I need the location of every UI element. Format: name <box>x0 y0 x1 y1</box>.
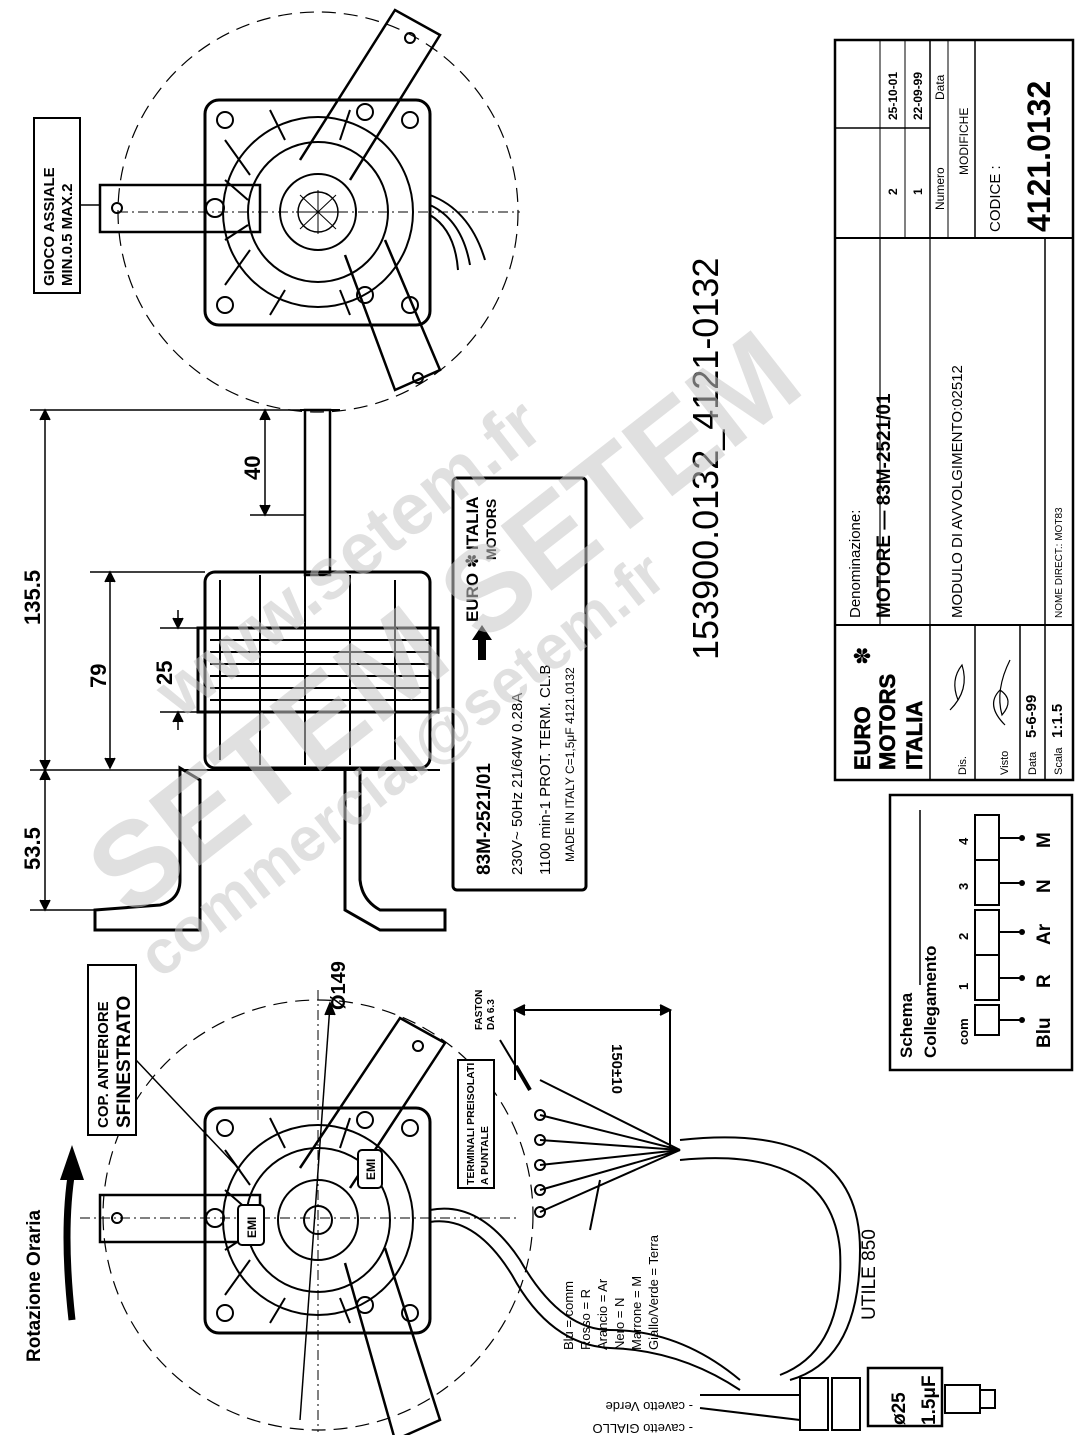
title-logo-euro: EURO <box>850 706 875 770</box>
faston-line2: DA 6.3 <box>486 999 497 1030</box>
wire-legend: Blu = comm Rosso = R Arancio = Ar Nero =… <box>561 1234 661 1350</box>
nameplate-line2: 1100 min-1 PROT. TERM. CL.B <box>537 665 554 875</box>
revision-1-data: 22-09-99 <box>911 72 925 120</box>
dim-diameter: Ø149 <box>328 961 350 1010</box>
fan-logo-icon: ✽ <box>463 554 482 568</box>
schema-terminal-com: com <box>956 1018 971 1045</box>
side-dimensions <box>30 408 305 912</box>
data-label: Data <box>1027 751 1039 775</box>
scala-label: Scala <box>1053 747 1065 775</box>
dim-overall-length: 135.5 <box>20 570 45 625</box>
terminals-line1: TERMINALI PREISOLATI <box>465 1063 477 1185</box>
schema-terminal-1: 1 <box>956 983 971 990</box>
wire-legend-0: Blu = comm <box>561 1281 576 1350</box>
front-cover-note: COP. ANTERIORE SFINESTRATO <box>87 964 241 1171</box>
wire-legend-1: Rosso = R <box>578 1289 593 1350</box>
top-end-view <box>98 8 520 413</box>
side-view <box>93 408 447 932</box>
nameplate-brand-motors: MOTORS <box>483 499 499 560</box>
revision-1-numero: 1 <box>911 188 925 195</box>
nome-direct: NOME DIRECT.: MOT83 <box>1054 507 1065 618</box>
data-value: 5-6-99 <box>1023 695 1040 738</box>
wire-legend-4: Marrone = M <box>629 1276 644 1350</box>
signature-dis <box>949 663 965 711</box>
revision-2-numero: 2 <box>886 188 900 195</box>
cable-yellow-label: - cavetto GIALLO <box>593 1421 693 1435</box>
nameplate: 83M-2521/01 EURO ✽ ITALIA MOTORS 230V~ 5… <box>451 476 588 892</box>
emi-labels: EMI EMI <box>237 1149 383 1246</box>
modifiche-label: MODIFICHE <box>957 108 971 175</box>
title-logo-motors: MOTORS <box>875 674 900 770</box>
data-header: Data <box>933 74 947 100</box>
rotation-label: Rotazione Oraria <box>24 1210 45 1362</box>
front-cover-line1: COP. ANTERIORE <box>95 1001 112 1128</box>
denominazione-label: Denominazione: <box>847 510 864 618</box>
cable-green-label: - cavetto Verde <box>606 1399 693 1414</box>
dim-shaft-extension: 40 <box>240 456 265 480</box>
rotation-indicator: Rotazione Oraria <box>24 1145 84 1362</box>
nameplate-line1: 230V~ 50Hz 21/64W 0.28A <box>509 693 526 875</box>
dim-lead-fine: 150±10 <box>608 1044 625 1094</box>
capacitor-value: 1.5μF <box>919 1375 940 1425</box>
schema-terminal-3: 3 <box>956 883 971 890</box>
schema-wire-blu: Blu <box>1034 1017 1055 1048</box>
schema-wire-ar: Ar <box>1034 923 1055 945</box>
emi-label-right: EMI <box>364 1159 378 1180</box>
wire-legend-2: Arancio = Ar <box>595 1278 610 1350</box>
faston-line1: FASTON <box>474 990 485 1030</box>
schema-terminal-2: 2 <box>956 933 971 940</box>
title-logo-fan-icon: ✽ <box>850 647 875 665</box>
dis-label: Dis. <box>957 756 969 775</box>
terminals-note: TERMINALI PREISOLATI A PUNTALE <box>457 1059 495 1189</box>
title-block: EURO ✽ MOTORS ITALIA Dis. Visto Data 5-6… <box>833 38 1075 782</box>
schema-wire-r: R <box>1034 974 1055 988</box>
wire-legend-3: Nero = N <box>612 1298 627 1350</box>
capacitor <box>699 1366 996 1431</box>
axial-play-line1: GIOCO ASSIALE <box>41 167 58 286</box>
connection-schema: Schema Collegamento com 1 2 3 4 Blu R Ar… <box>888 793 1074 1072</box>
diameter-dimension <box>299 1001 336 1421</box>
dim-lamination-stack: 25 <box>152 661 177 685</box>
modulo-avvolgimento: MODULO DI AVVOLGIMENTO:02512 <box>949 365 966 618</box>
lead-wires <box>429 1004 862 1391</box>
arrow-icon <box>472 625 492 660</box>
numero-header: Numero <box>933 167 947 210</box>
dim-stator-length: 79 <box>86 664 111 688</box>
denominazione-value: MOTORE — 83M-2521/01 <box>874 393 895 618</box>
signature-visto <box>993 659 1011 726</box>
front-view <box>80 990 534 1435</box>
nameplate-line3: MADE IN ITALY C=1,5μF 4121.0132 <box>563 667 577 862</box>
schema-wire-m: M <box>1034 832 1055 848</box>
capacitor-diameter: ø25 <box>889 1392 910 1425</box>
schema-wire-n: N <box>1034 879 1055 893</box>
revision-2-data: 25-10-01 <box>886 72 900 120</box>
schema-title2: Collegamento <box>921 946 940 1058</box>
schema-title1: Schema <box>897 992 916 1058</box>
nameplate-model: 83M-2521/01 <box>474 763 495 875</box>
front-cover-line2: SFINESTRATO <box>114 996 135 1128</box>
title-logo-italia: ITALIA <box>902 701 927 770</box>
schema-terminal-4: 4 <box>956 837 971 845</box>
axial-play-line2: MIN.0.5 MAX.2 <box>59 183 76 286</box>
part-reference: 153900.0132_4121-0132 <box>685 258 726 660</box>
terminals-line2: A PUNTALE <box>479 1126 491 1185</box>
dim-lead-useful: UTILE 850 <box>859 1229 880 1320</box>
nameplate-brand-euro: EURO <box>463 573 482 622</box>
dim-bracket-height: 53.5 <box>20 827 45 870</box>
wire-legend-5: Giallo/Verde = Terra <box>646 1234 661 1350</box>
scala-value: 1:1.5 <box>1049 704 1066 738</box>
visto-label: Visto <box>999 751 1011 775</box>
codice-label: CODICE : <box>987 165 1004 232</box>
emi-label-left: EMI <box>245 1217 259 1238</box>
nameplate-brand-italia: ITALIA <box>463 496 482 550</box>
axial-play-note: GIOCO ASSIALE MIN.0.5 MAX.2 <box>33 117 100 294</box>
codice-value: 4121.0132 <box>1021 81 1057 232</box>
rotation-arrow-icon <box>60 1145 84 1180</box>
